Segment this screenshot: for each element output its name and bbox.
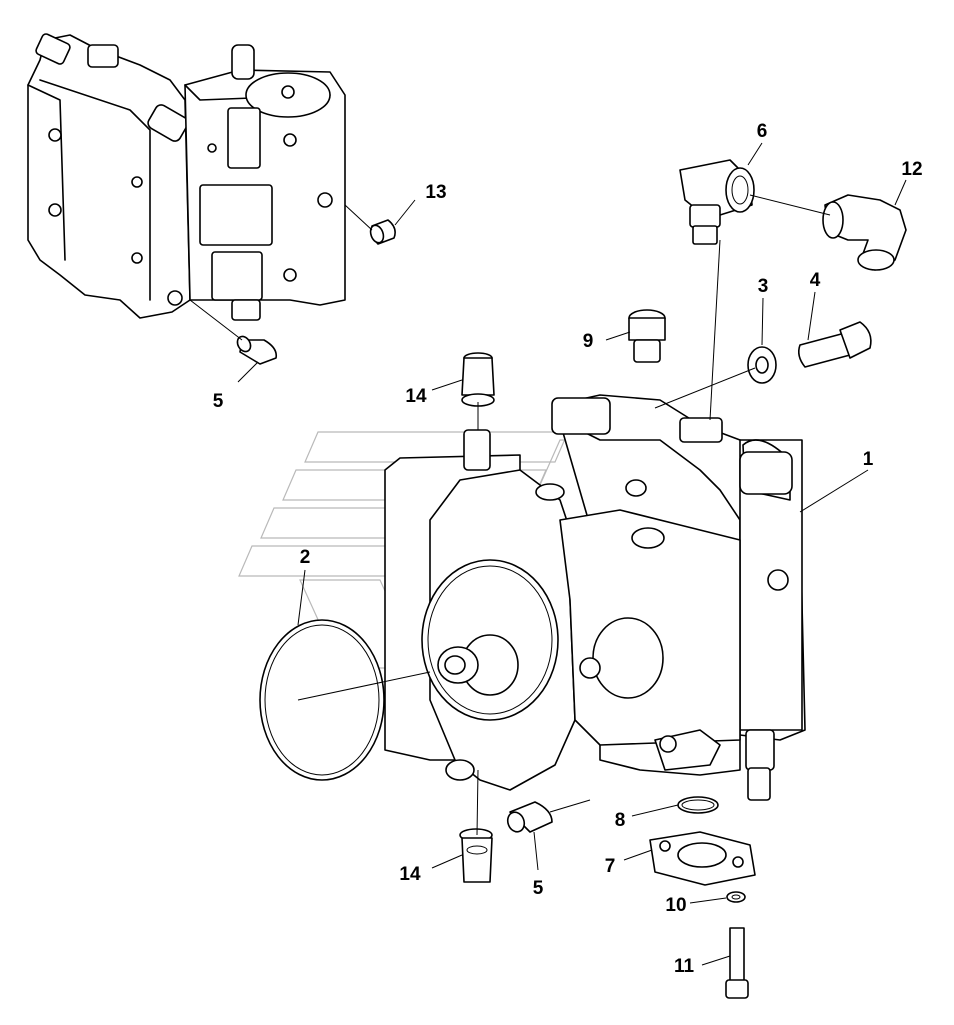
part-2-o-ring [259,619,385,781]
part-13-plug [369,219,396,245]
callout-4: 4 [810,270,821,291]
callout-3: 3 [758,276,769,297]
callout-14-top: 14 [405,386,427,407]
leader-lines [189,142,907,966]
part-14-sleeve-top [461,352,495,407]
callout-13: 13 [425,182,446,203]
part-6-elbow-fitting [679,159,755,245]
part-3-washer [747,346,777,384]
part-9-fitting [628,309,666,363]
callout-1: 1 [863,449,874,470]
part-14-sleeve-bottom [459,828,493,883]
callout-5-top: 5 [213,391,224,412]
control-valve-assembly [27,33,346,321]
part-4-bolt [798,321,872,368]
callout-14-bottom: 14 [399,864,421,885]
callout-11: 11 [674,956,695,977]
part-12-elbow [822,194,907,271]
part-11-cap-screw [725,927,749,999]
callout-2: 2 [300,547,311,568]
callout-12: 12 [901,159,922,180]
callout-labels: 1 2 3 4 5 5 6 7 8 9 10 11 12 13 14 14 [213,121,923,977]
main-pump-body [384,394,806,801]
callout-9: 9 [583,331,594,352]
callout-6: 6 [757,121,768,142]
part-5-plug-top [236,335,278,365]
callout-7: 7 [605,856,616,877]
callout-10: 10 [665,895,686,916]
part-10-washer [726,891,746,903]
part-5-plug-bottom [506,801,553,833]
part-7-flange [649,831,756,886]
callout-8: 8 [615,810,626,831]
part-8-seal-ring [677,796,719,814]
callout-5-bottom: 5 [533,878,544,899]
